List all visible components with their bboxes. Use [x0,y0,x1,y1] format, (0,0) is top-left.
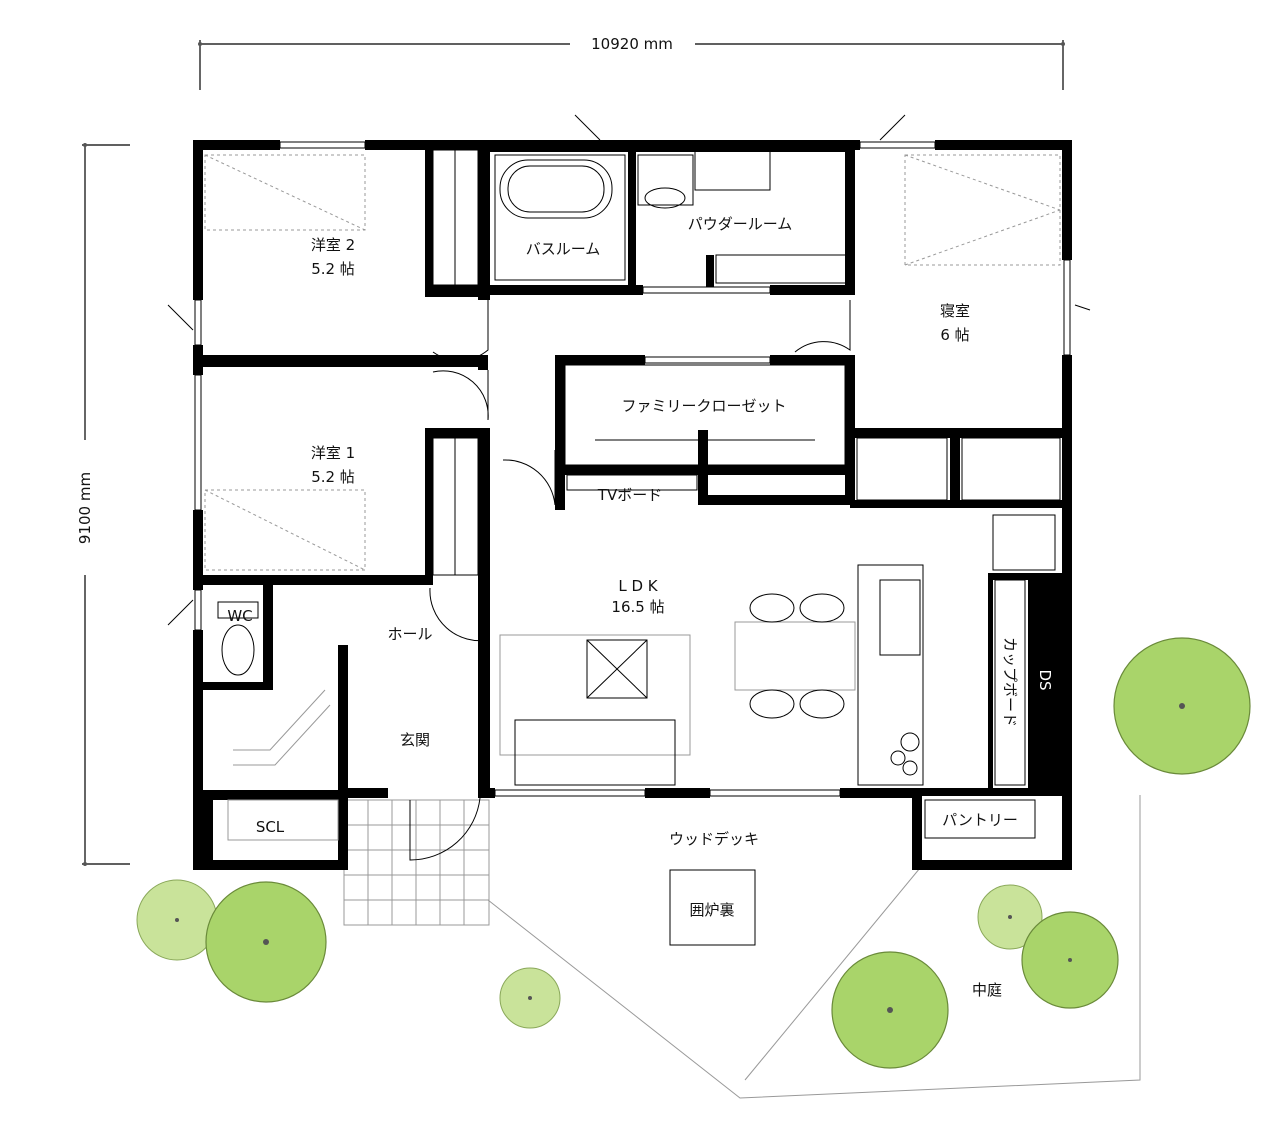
room-labels: 洋室 2 5.2 帖 洋室 1 5.2 帖 バスルーム パウダールーム 寝室 6… [227,215,1054,999]
doors [409,300,851,861]
cupboard-name: カップボード [1001,637,1019,727]
width-dimension-label: 10920 mm [591,35,673,53]
western2-name: 洋室 2 [311,236,355,254]
irori-name: 囲炉裏 [689,901,734,919]
depth-dimension-label: 9100 mm [76,472,94,544]
walls [193,140,1072,870]
wood-deck-name: ウッドデッキ [669,830,759,848]
ldk-name: L D K [618,577,658,595]
tv-board-name: TVボード [597,486,662,504]
depth-dimension: 9100 mm [76,143,130,866]
western1-name: 洋室 1 [311,444,355,462]
wc-name: WC [227,607,252,625]
powder-name: パウダールーム [688,215,793,233]
width-dimension: 10920 mm [198,35,1065,90]
western1-size: 5.2 帖 [311,468,355,486]
family-closet-name: ファミリークローゼット [621,397,786,415]
courtyard-name: 中庭 [972,981,1002,999]
fixtures [204,149,1061,946]
scl-name: SCL [256,818,285,836]
bedroom-name: 寝室 [940,302,970,320]
entrance-name: 玄関 [400,731,430,749]
trees [136,637,1251,1069]
site-outline [487,795,1141,1099]
bedroom-size: 6 帖 [940,326,969,344]
pantry-name: パントリー [942,811,1018,829]
bathroom-name: バスルーム [526,240,601,258]
ldk-size: 16.5 帖 [611,598,664,616]
windows [167,114,1091,797]
western2-size: 5.2 帖 [311,260,355,278]
hall-name: ホール [387,625,432,643]
entrance-steps [343,799,490,926]
ds-name: DS [1036,669,1054,690]
